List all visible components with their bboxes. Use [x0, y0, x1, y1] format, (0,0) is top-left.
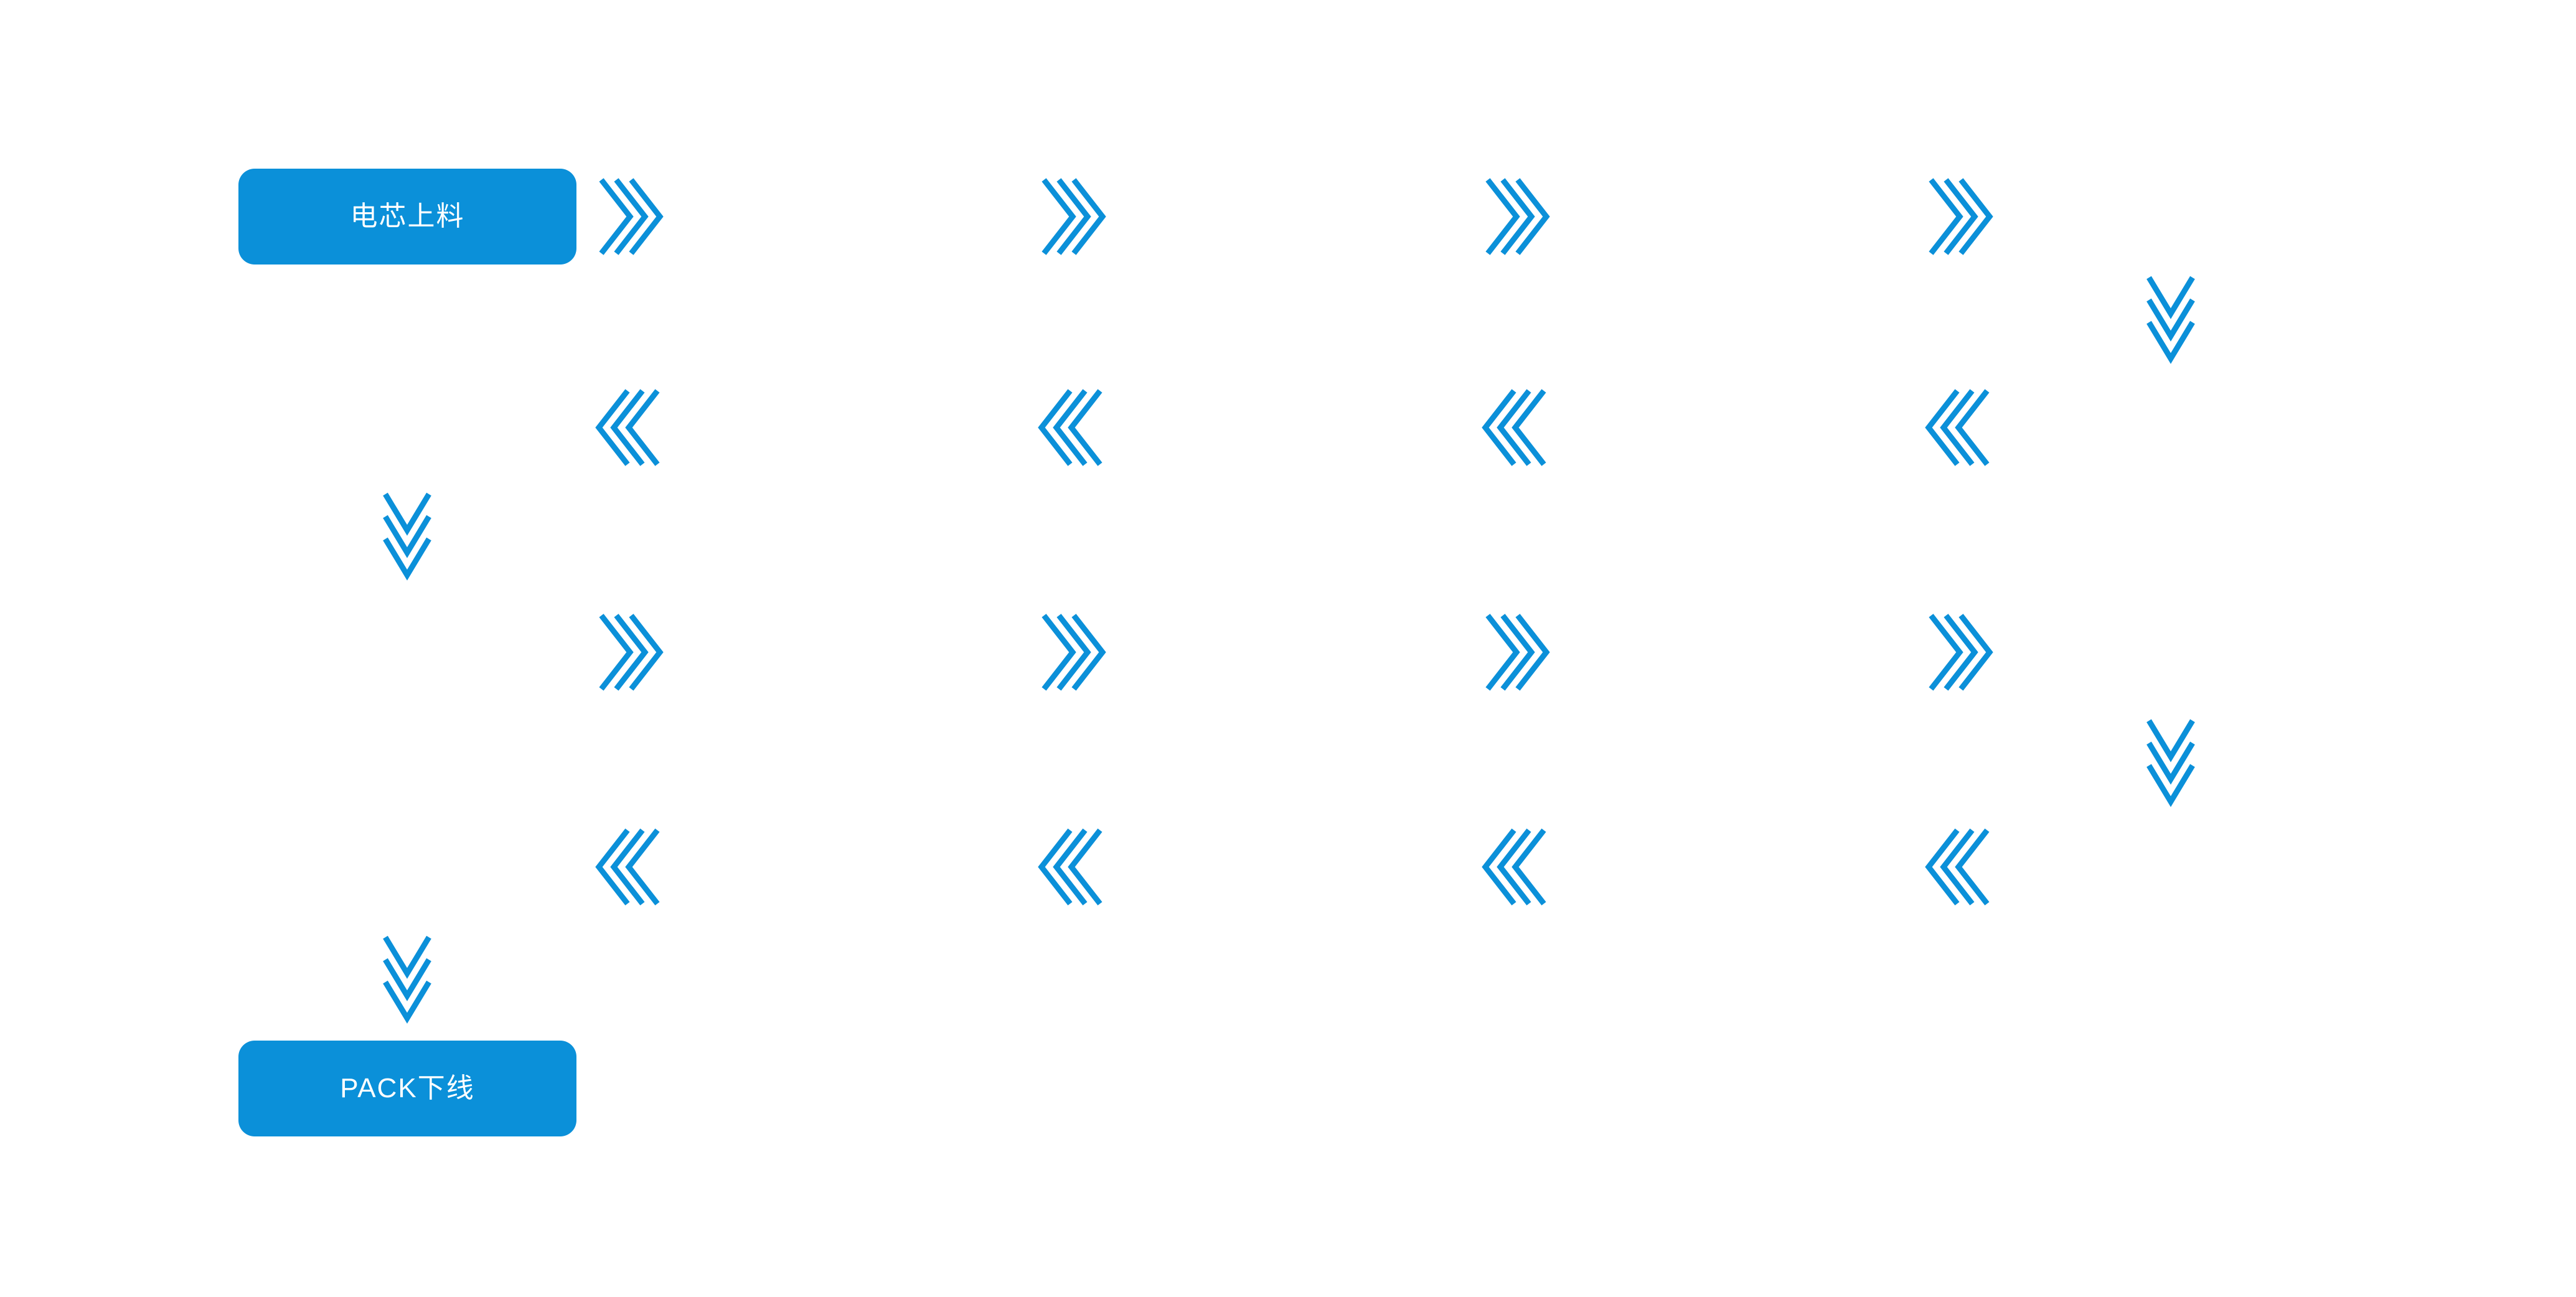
- chevron-down-triple-icon: [2145, 274, 2196, 364]
- chevron-left-triple-icon: [1925, 387, 1991, 468]
- chevron-right-triple-icon: [1484, 176, 1550, 257]
- process-node-cell-loading-label: 电芯上料: [350, 201, 465, 232]
- chevron-left-triple-icon: [595, 387, 661, 468]
- chevron-left-triple-icon: [1482, 387, 1548, 468]
- chevron-left-triple-icon: [1038, 826, 1104, 907]
- chevron-left-triple-icon: [1482, 826, 1548, 907]
- chevron-down-triple-icon: [382, 490, 433, 581]
- chevron-down-triple-icon: [382, 934, 433, 1024]
- chevron-right-triple-icon: [1927, 176, 1993, 257]
- process-node-cell-loading[interactable]: 电芯上料: [238, 169, 576, 265]
- process-node-pack-offline-label: PACK下线: [340, 1073, 475, 1103]
- chevron-right-triple-icon: [1927, 612, 1993, 693]
- chevron-right-triple-icon: [598, 612, 664, 693]
- chevron-right-triple-icon: [1484, 612, 1550, 693]
- chevron-left-triple-icon: [1038, 387, 1104, 468]
- chevron-left-triple-icon: [595, 826, 661, 907]
- process-node-pack-offline[interactable]: PACK下线: [238, 1041, 576, 1136]
- chevron-right-triple-icon: [1040, 612, 1106, 693]
- chevron-right-triple-icon: [598, 176, 664, 257]
- chevron-left-triple-icon: [1925, 826, 1991, 907]
- chevron-right-triple-icon: [1040, 176, 1106, 257]
- chevron-down-triple-icon: [2145, 717, 2196, 807]
